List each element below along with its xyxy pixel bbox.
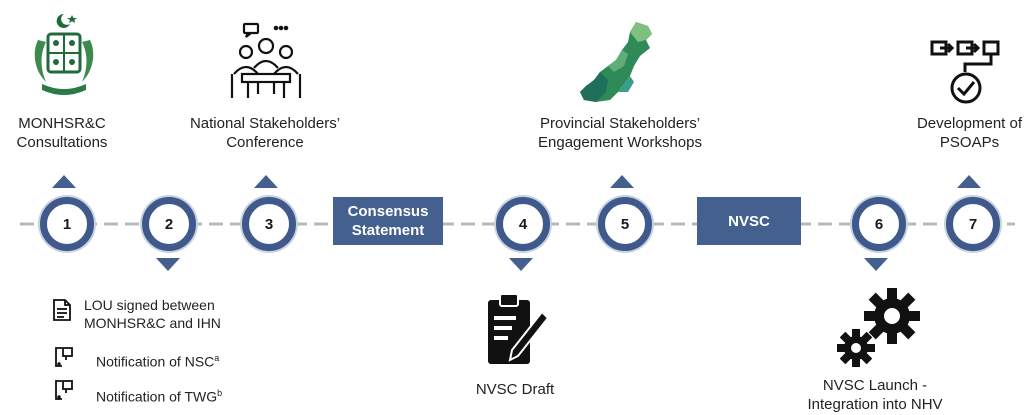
node-number: 7: [968, 215, 978, 233]
milestone-3-label: National Stakeholders’ Conference: [175, 114, 355, 152]
node-number: 2: [164, 215, 174, 233]
gears-icon: [837, 288, 920, 367]
milestone-5-label: Provincial Stakeholders’ Engagement Work…: [520, 114, 720, 152]
label-line: NVSC Launch -: [822, 377, 928, 394]
milestone-node-7: 7: [946, 197, 1000, 251]
up-arrow-1: [52, 175, 76, 188]
milestone-node-2: 2: [142, 197, 196, 251]
node-number: 6: [874, 215, 884, 233]
footnote-marker: b: [217, 388, 223, 398]
box-line: Consensus: [347, 203, 429, 220]
label-line: NVSC Draft: [475, 381, 555, 398]
up-arrow-5: [610, 175, 634, 188]
box-label: NVSC: [728, 212, 770, 230]
nsc-note: Notification of NSCa: [96, 349, 219, 371]
label-line: Development of: [916, 115, 1023, 132]
label-line: Provincial Stakeholders’: [539, 115, 701, 132]
document-icon: [53, 299, 71, 321]
down-arrow-6: [864, 258, 888, 271]
milestone-node-6: 6: [852, 197, 906, 251]
consensus-statement-box: Consensus Statement: [333, 197, 443, 245]
label-line: MONHSR&C: [18, 115, 106, 132]
lou-note: LOU signed between MONHSR&C and IHN: [84, 296, 221, 332]
map-icon: [580, 22, 652, 102]
label-line: PSOAPs: [939, 134, 1000, 151]
node-number: 4: [518, 215, 528, 233]
nvsc-box: NVSC: [697, 197, 801, 245]
up-arrow-7: [957, 175, 981, 188]
label-line: Engagement Workshops: [538, 134, 702, 151]
down-arrow-2: [156, 258, 180, 271]
milestone-node-3: 3: [242, 197, 296, 251]
notification-icon: [55, 347, 73, 367]
milestone-node-5: 5: [598, 197, 652, 251]
label-line: National Stakeholders’: [189, 115, 341, 132]
note-line: LOU signed between: [84, 297, 215, 313]
notification-icon: [55, 380, 73, 400]
twg-note: Notification of TWGb: [96, 384, 222, 406]
down-arrow-4: [509, 258, 533, 271]
milestone-6-label: NVSC Launch - Integration into NHV: [790, 376, 960, 414]
footnote-marker: a: [214, 353, 220, 363]
milestone-node-1: 1: [40, 197, 94, 251]
label-line: Integration into NHV: [807, 396, 943, 413]
label-line: Consultations: [16, 134, 108, 151]
node-number: 5: [620, 215, 630, 233]
meeting-icon: [230, 22, 302, 98]
note-text: Notification of NSC: [96, 353, 215, 370]
milestone-1-label: MONHSR&C Consultations: [2, 114, 122, 152]
workflow-check-icon: [930, 40, 1000, 104]
milestone-4-label: NVSC Draft: [460, 380, 570, 399]
emblem-icon: [34, 13, 94, 95]
node-number: 3: [264, 215, 274, 233]
milestone-node-4: 4: [496, 197, 550, 251]
clipboard-pen-icon: [488, 293, 548, 364]
label-line: Conference: [226, 134, 304, 151]
note-text: Notification of TWG: [96, 388, 218, 405]
up-arrow-3: [254, 175, 278, 188]
note-line: MONHSR&C and IHN: [84, 315, 221, 331]
milestone-7-label: Development of PSOAPs: [910, 114, 1029, 152]
node-number: 1: [62, 215, 72, 233]
box-line: Statement: [351, 222, 425, 239]
